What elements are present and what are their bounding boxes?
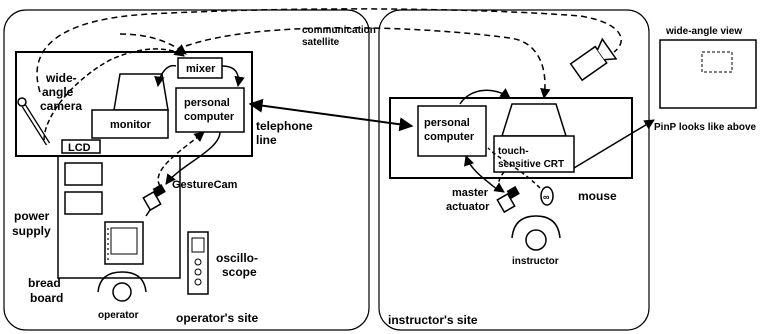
operator-computer-label-2: computer [184,111,235,123]
lab-bench [57,155,181,279]
actuator-to-computer-arrow [464,155,499,191]
mouse-label: mouse [578,189,617,203]
breadboard-pins [107,228,109,260]
monitor-base [91,109,169,139]
oscilloscope-label-2: scope [222,265,257,279]
mixer-to-monitor-arrow [154,64,177,88]
breadboard-outer [104,221,144,265]
instructor-computer-label-1: personal [424,117,470,129]
mixer-label: mixer [186,63,216,75]
breadboard-label-1: bread [28,276,61,290]
instructor-head [525,229,547,251]
instructor-desk [389,97,633,179]
inset-caption: PinP looks like above [654,122,757,133]
crt-label-2: sensitive CRT [498,159,564,170]
power-supply-unit-1 [64,162,103,186]
master-actuator [496,186,520,214]
inset-title: wide-angle view [665,26,742,37]
instructor-site-boundary [378,9,650,331]
monitor-label: monitor [110,119,152,131]
lcd-label: LCD [68,142,91,154]
wide-angle-camera-label-3: camera [40,99,82,113]
lcd-box [61,139,101,154]
wide-angle-camera-head [17,97,27,107]
power-supply-label-2: supply [12,224,51,238]
operator-shoulders [97,271,147,293]
mouse-device [540,186,554,206]
camera-to-mixer-arrow [43,46,185,141]
satellite-link-to-mixer [119,33,187,55]
wide-angle-camera-label-1: wide- [45,71,77,85]
operator-site-title: operator's site [176,311,259,325]
power-supply-unit-2 [64,191,103,215]
instructor-computer-label-2: computer [424,131,475,143]
wide-angle-camera-label-2: angle [42,85,74,99]
gesturecam-device [142,184,166,217]
breadboard-inner [110,227,138,255]
oscilloscope-screen [191,237,205,253]
instructor-label: instructor [512,256,559,267]
gesturecam-to-computer-arrow [157,131,205,187]
instructor-computer-to-crt-arrow [459,88,511,105]
instructor-computer-box [417,105,487,157]
instructor-shoulders [511,215,561,239]
instructor-camera [569,37,618,82]
mouse-to-computer-arrow [487,147,541,189]
oscilloscope-knob-1 [194,258,202,266]
crt-label-1: touch- [498,146,529,157]
touch-crt [500,103,568,137]
mixer-box [177,57,223,79]
oscilloscope-label-1: oscillo- [216,251,258,265]
telephone-label-1: telephone [256,119,313,133]
oscilloscope-knob-3 [194,278,202,286]
computer-to-gesturecam-arrow [165,131,221,185]
operator-computer-label-1: personal [184,97,230,109]
crt-to-inset-arrow [573,119,655,169]
oscilloscope-body [187,231,209,295]
mixer-to-computer-arrow [221,65,245,88]
gesturecam-label: GestureCam [172,179,238,191]
operator-head [112,282,132,302]
crt-to-actuator-arrow [493,171,505,193]
master-actuator-label-1: master [452,187,489,199]
telephone-label-2: line [256,133,277,147]
satellite-label-1: communication [302,25,376,36]
satellite-link-outer [36,8,623,93]
satellite-label-2: satellite [302,37,340,48]
breadboard-label-2: board [30,291,63,305]
oscilloscope-knob-2 [194,268,202,276]
master-actuator-label-2: actuator [446,201,490,213]
operator-computer-box [175,87,245,133]
operator-label: operator [98,310,139,321]
power-supply-label-1: power [14,209,50,223]
pinp-window [701,51,733,73]
operator-site-boundary [3,9,370,331]
instructor-site-title: instructor's site [388,313,478,327]
wide-angle-view-inset [659,39,757,109]
svg-text:∞: ∞ [543,192,550,202]
telephone-line [248,98,414,132]
